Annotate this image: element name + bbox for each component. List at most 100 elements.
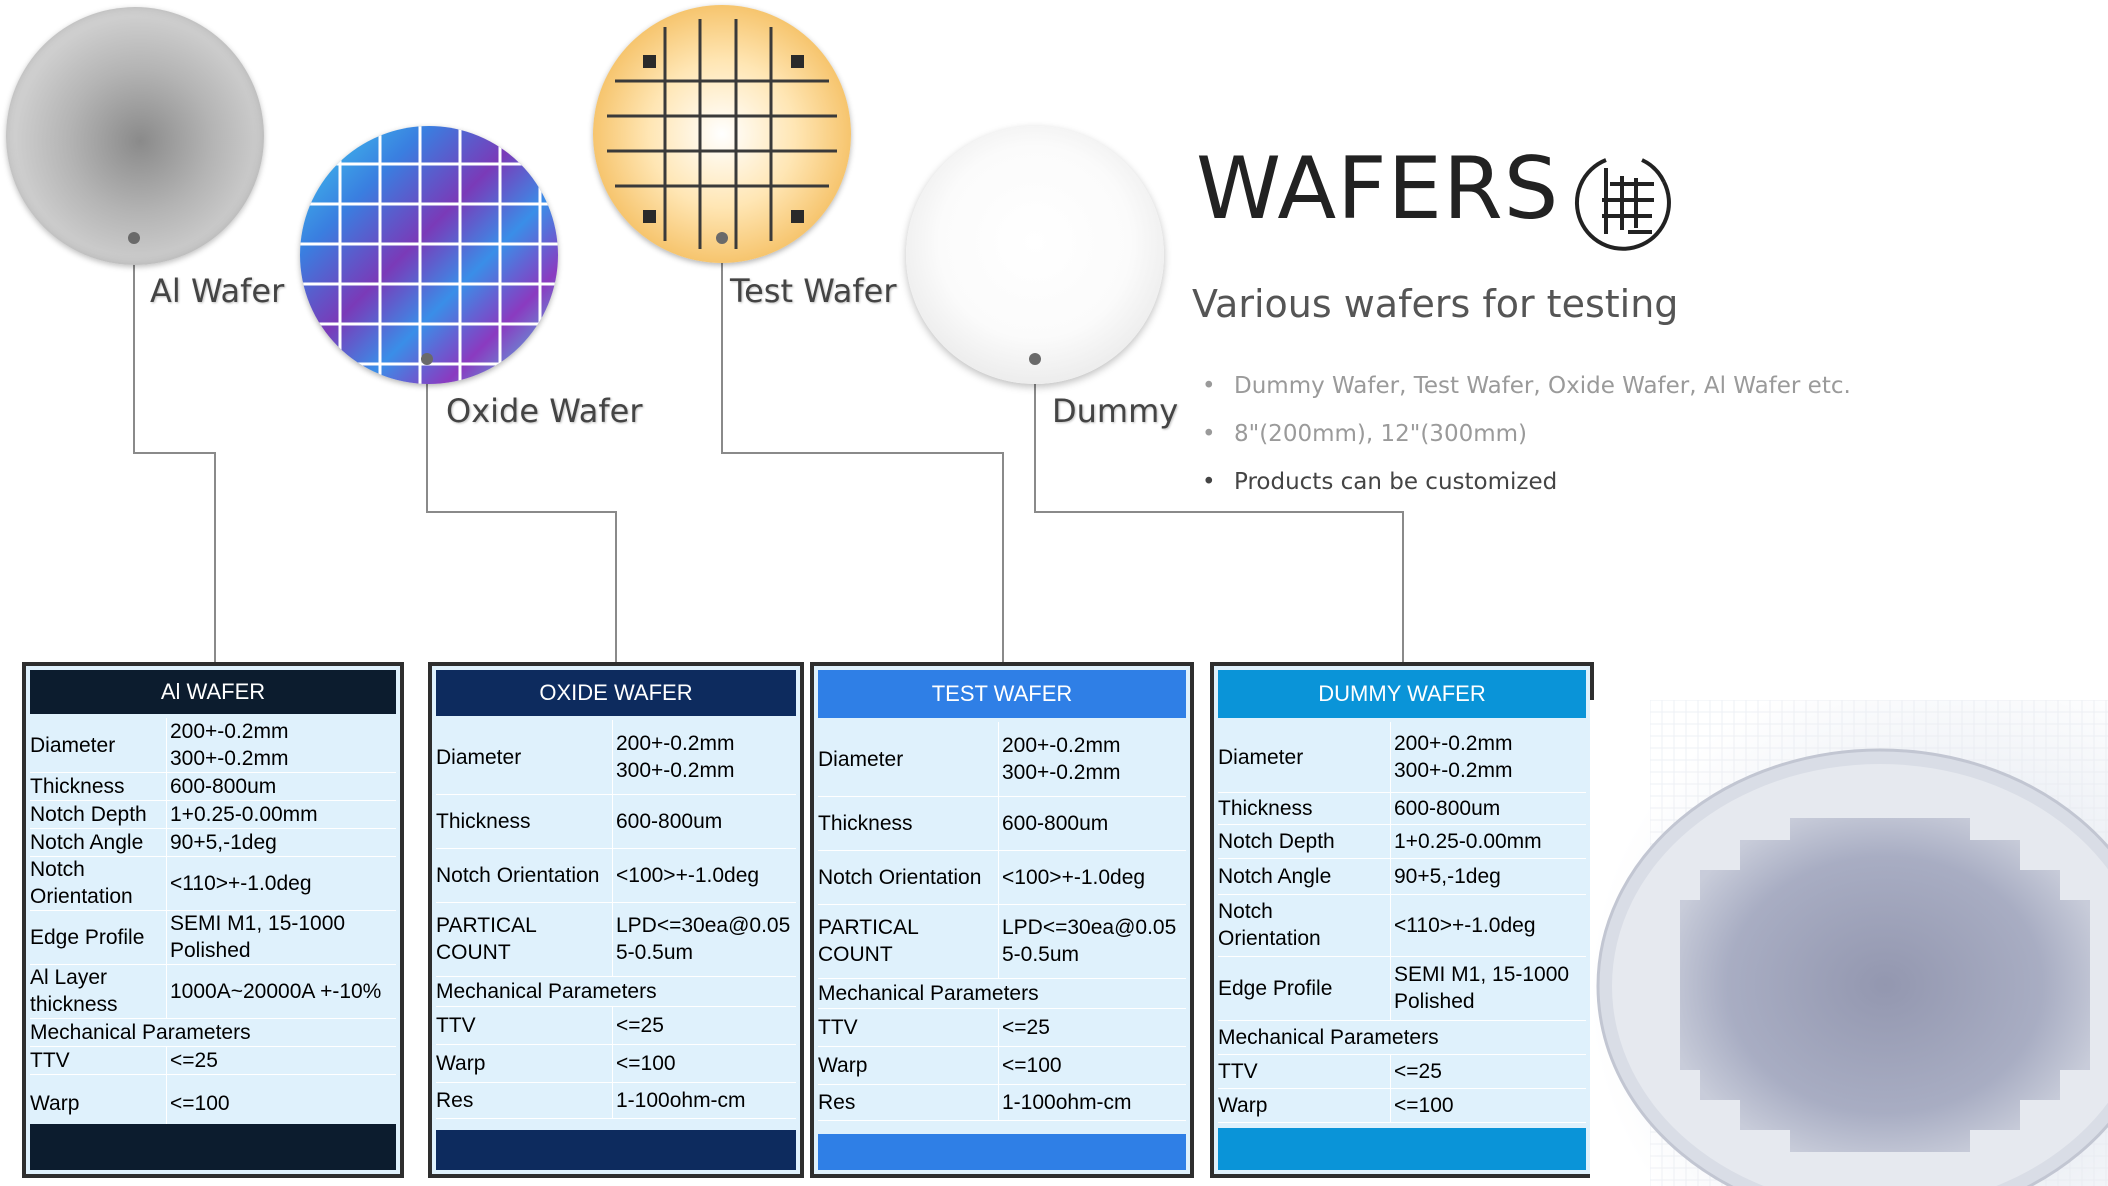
- spec-row: Warp<=100: [436, 1044, 796, 1083]
- spec-key: TTV: [818, 1015, 858, 1039]
- page-subtitle: Various wafers for testing: [1192, 282, 1679, 326]
- al-wafer-anchor-dot: [128, 232, 140, 244]
- spec-row: Mechanical Parameters: [818, 978, 1186, 1009]
- oxide-card-footer-bar: [436, 1130, 796, 1170]
- spec-key: Res: [436, 1088, 474, 1112]
- test-wafer-label: Test Wafer: [730, 272, 897, 310]
- spec-key: Diameter: [818, 747, 904, 771]
- spec-key: Notch Depth: [30, 802, 147, 826]
- spec-value: 1+0.25-0.00mm: [1394, 829, 1542, 853]
- spec-value: 1-100ohm-cm: [1002, 1090, 1132, 1114]
- wafer-logo-icon: [1574, 158, 1671, 251]
- spec-row: Notch Depth 1+0.25-0.00mm: [30, 800, 396, 829]
- oxide-wafer-spec-card: OXIDE WAFER Diameter 200+-0.2mm 300+-0.2mm…: [428, 662, 804, 1178]
- spec-row: Edge Profile SEMI M1, 15-1000 Polished: [1218, 956, 1586, 1021]
- spec-value: 600-800um: [616, 809, 723, 833]
- al-wafer-disc: [6, 7, 264, 265]
- spec-key: Thickness: [436, 809, 531, 833]
- spec-row: TTV <=25: [1218, 1054, 1586, 1089]
- spec-value: 1+0.25-0.00mm: [170, 802, 318, 826]
- spec-row: Res 1-100ohm-cm: [436, 1082, 796, 1119]
- spec-key: TTV: [436, 1013, 476, 1037]
- dummy-card-footer-bar: [1218, 1128, 1586, 1170]
- spec-row: Diameter 200+-0.2mm 300+-0.2mm: [1218, 722, 1586, 793]
- test-card-title: TEST WAFER: [818, 670, 1186, 718]
- test-wafer-anchor-dot: [716, 232, 728, 244]
- spec-key: Edge Profile: [1218, 976, 1333, 1000]
- spec-key: Mechanical Parameters: [436, 979, 657, 1003]
- spec-key: Mechanical Parameters: [30, 1020, 251, 1044]
- spec-row: Thickness 600-800um: [818, 796, 1186, 851]
- spec-row: Notch Orientation<110>+-1.0deg: [1218, 894, 1586, 957]
- oxide-grid-pattern: [300, 126, 558, 384]
- al-card-title: Al WAFER: [30, 670, 396, 714]
- spec-row: Warp<=100: [1218, 1088, 1586, 1123]
- spec-value: <=100: [170, 1091, 230, 1115]
- test-card-footer-bar: [818, 1134, 1186, 1170]
- test-grid-pattern: [607, 19, 837, 249]
- spec-value: <=25: [1394, 1059, 1442, 1083]
- spec-key: Warp: [436, 1051, 486, 1075]
- spec-key: Thickness: [30, 774, 125, 798]
- spec-row: Notch Angle 90+5,-1deg: [30, 828, 396, 857]
- dummy-wafer-label: Dummy: [1052, 392, 1179, 430]
- spec-key: Edge Profile: [30, 925, 145, 949]
- spec-value: 200+-0.2mm 300+-0.2mm: [616, 732, 735, 782]
- spec-row: TTV<=25: [30, 1046, 396, 1075]
- dummy-card-title: DUMMY WAFER: [1218, 670, 1586, 718]
- spec-key: Thickness: [818, 811, 913, 835]
- spec-value: 200+-0.2mm 300+-0.2mm: [170, 720, 289, 770]
- spec-key: Al Layer thickness: [30, 966, 118, 1016]
- spec-key: Warp: [1218, 1093, 1268, 1117]
- feature-item: 8"(200mm), 12"(300mm): [1200, 410, 1851, 458]
- spec-value: 90+5,-1deg: [1394, 864, 1501, 888]
- spec-key: Notch Orientation: [436, 863, 600, 887]
- spec-key: PARTICAL COUNT: [818, 916, 919, 966]
- spec-row: TTV<=25: [818, 1008, 1186, 1047]
- spec-value: <=25: [616, 1013, 664, 1037]
- test-wafer-disc: [593, 5, 851, 263]
- spec-value: 200+-0.2mm 300+-0.2mm: [1394, 732, 1513, 782]
- spec-row: Mechanical Parameters: [436, 976, 796, 1007]
- spec-value: SEMI M1, 15-1000 Polished: [1394, 963, 1570, 1013]
- spec-value: 600-800um: [170, 774, 277, 798]
- spec-key: Notch Angle: [1218, 864, 1332, 888]
- spec-key: Diameter: [1218, 745, 1304, 769]
- spec-key: Diameter: [436, 745, 522, 769]
- spec-value: <=100: [1002, 1053, 1062, 1077]
- spec-key: Diameter: [30, 733, 116, 757]
- spec-value: 600-800um: [1002, 811, 1109, 835]
- oxide-wafer-anchor-dot: [421, 353, 433, 365]
- spec-value: LPD<=30ea@0.05 5-0.5um: [616, 914, 791, 964]
- spec-key: Warp: [818, 1053, 868, 1077]
- wafer-photo: [1590, 700, 2108, 1186]
- spec-value: 90+5,-1deg: [170, 830, 277, 854]
- page-title: WAFERS: [1196, 139, 1560, 239]
- spec-value: <110>+-1.0deg: [170, 871, 312, 895]
- spec-row: Notch Orientation<100>+-1.0deg: [818, 850, 1186, 905]
- feature-list: Dummy Wafer, Test Wafer, Oxide Wafer, Al…: [1200, 362, 1851, 506]
- oxide-card-title: OXIDE WAFER: [436, 670, 796, 716]
- spec-key: Warp: [30, 1091, 80, 1115]
- dummy-wafer-spec-card: DUMMY WAFER Diameter 200+-0.2mm 300+-0.2mm…: [1210, 662, 1594, 1178]
- spec-value: <100>+-1.0deg: [1002, 865, 1146, 889]
- spec-value: 600-800um: [1394, 796, 1501, 820]
- spec-key: TTV: [1218, 1059, 1258, 1083]
- spec-row: Mechanical Parameters: [1218, 1020, 1586, 1055]
- spec-key: Res: [818, 1090, 856, 1114]
- dummy-wafer-disc: [906, 126, 1164, 384]
- spec-row: Diameter 200+-0.2mm 300+-0.2mm: [30, 718, 396, 773]
- spec-row: Notch Orientation<100>+-1.0deg: [436, 848, 796, 903]
- spec-value: 1-100ohm-cm: [616, 1088, 746, 1112]
- spec-key: Mechanical Parameters: [818, 981, 1039, 1005]
- spec-key: Notch Orientation: [30, 858, 133, 908]
- spec-key: Notch Angle: [30, 830, 144, 854]
- spec-value: <=25: [170, 1048, 218, 1072]
